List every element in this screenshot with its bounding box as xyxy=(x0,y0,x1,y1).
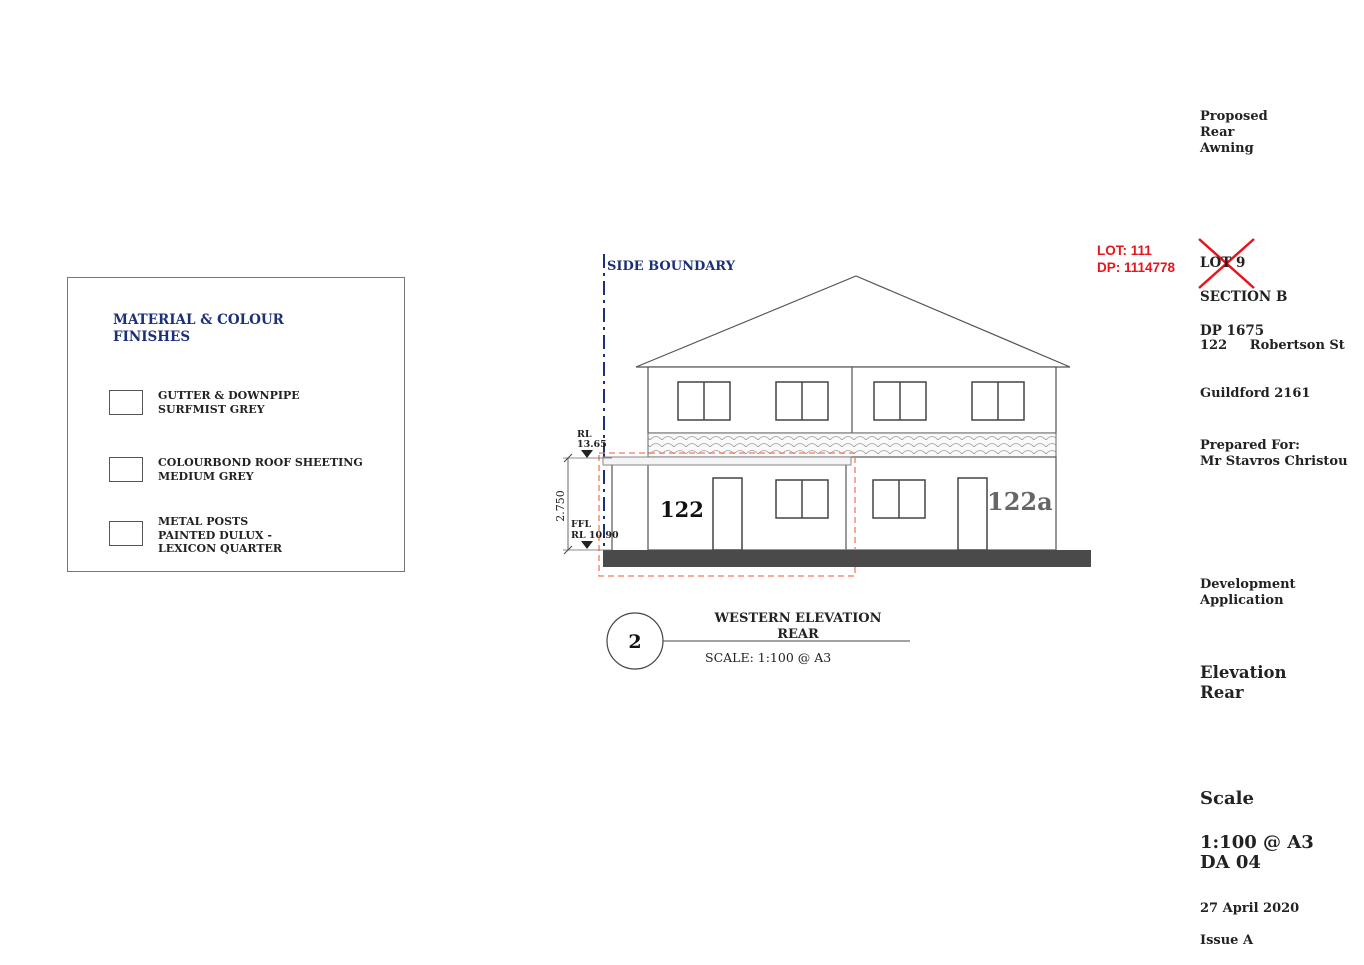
project-title: Proposed Rear Awning xyxy=(1200,109,1268,156)
caption-number: 2 xyxy=(628,631,641,653)
ffl-value: RL 10.90 xyxy=(571,530,619,541)
client-name: Mr Stavros Christou xyxy=(1200,454,1348,469)
ffl-label: FFL xyxy=(571,519,591,530)
issue-date: 27 April 2020 xyxy=(1200,901,1300,916)
drawing-number: DA 04 xyxy=(1200,852,1261,873)
caption-scale: SCALE: 1:100 @ A3 xyxy=(705,650,831,665)
legend-swatch-posts xyxy=(109,521,143,546)
ffl-level-marker xyxy=(581,541,593,549)
roof xyxy=(635,275,1071,368)
address: 122 Robertson St Guildford 2161 xyxy=(1200,306,1345,418)
scale-value: 1:100 @ A3 xyxy=(1200,832,1314,853)
prepared-for-label: Prepared For: xyxy=(1200,438,1300,453)
lot-details: LOT 9 SECTION B DP 1675 xyxy=(1200,238,1287,357)
legend-label-gutter: GUTTER & DOWNPIPE SURFMIST GREY xyxy=(158,389,300,416)
unit-label-122a: 122a xyxy=(987,487,1053,516)
rear-door-122a xyxy=(957,477,988,551)
rear-door-122 xyxy=(712,477,743,551)
dp-number: DP: 1114778 xyxy=(1097,260,1176,275)
old-dp: DP 1675 xyxy=(1200,323,1265,339)
ground-line xyxy=(603,550,1091,567)
legend-label-posts: METAL POSTS PAINTED DULUX - LEXICON QUAR… xyxy=(158,515,283,555)
scale-block: Scale 1:100 @ A3 xyxy=(1200,766,1314,876)
old-lot: LOT 9 xyxy=(1200,255,1246,271)
awning-roof xyxy=(602,456,852,466)
section: SECTION B xyxy=(1200,289,1288,305)
side-boundary-label: SIDE BOUNDARY xyxy=(607,259,736,274)
issue-revision: Issue A xyxy=(1200,933,1254,948)
legend-title: MATERIAL & COLOUR FINISHES xyxy=(113,312,284,345)
unit-label-122: 122 xyxy=(660,497,704,522)
legend-swatch-roof xyxy=(109,457,143,482)
rl-value: 13.65 xyxy=(577,439,607,450)
caption-title-line2: REAR xyxy=(777,627,819,642)
material-legend-box: MATERIAL & COLOUR FINISHES GUTTER & DOWN… xyxy=(67,277,405,572)
address-line1: 122 Robertson St xyxy=(1200,338,1345,353)
lot-number: LOT: 111 xyxy=(1097,243,1152,258)
rl-level-marker xyxy=(581,450,593,458)
prepared-for: Prepared For: Mr Stavros Christou xyxy=(1200,438,1348,470)
caption-title-line1: WESTERN ELEVATION xyxy=(713,611,881,626)
height-dimension-text: 2.750 xyxy=(554,490,567,522)
date-issue: 27 April 2020 Issue A xyxy=(1200,885,1299,965)
application-type: Development Application xyxy=(1200,577,1296,608)
rl-label: RL xyxy=(577,429,592,440)
scale-label: Scale xyxy=(1200,788,1254,809)
legend-label-roof: COLOURBOND ROOF SHEETING MEDIUM GREY xyxy=(158,456,363,483)
lot-amendment: LOT: 111 DP: 1114778 xyxy=(1097,242,1175,276)
upper-windows xyxy=(677,381,1025,421)
sheet-title: Elevation Rear xyxy=(1200,663,1287,702)
legend-swatch-gutter xyxy=(109,390,143,415)
address-line2: Guildford 2161 xyxy=(1200,386,1311,401)
